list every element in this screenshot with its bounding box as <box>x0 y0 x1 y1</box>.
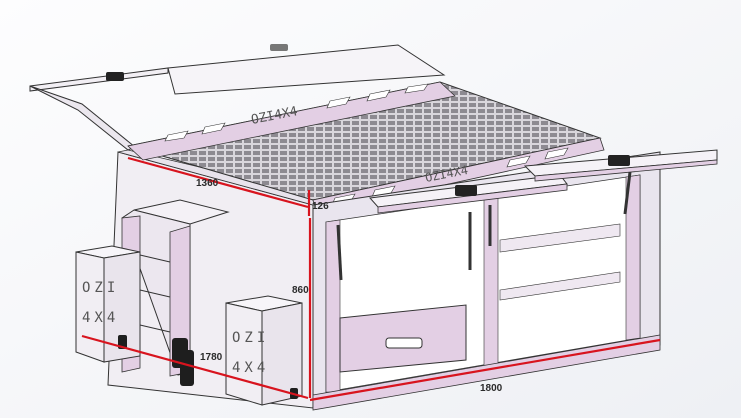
strap-icon <box>180 350 194 386</box>
dimension-line-depth-top <box>127 156 309 209</box>
right-toolbox: OZI 4X4 <box>225 295 303 406</box>
left-box-brand-line1: OZI <box>82 280 119 296</box>
latch-icon <box>106 72 124 81</box>
latch-icon <box>270 44 288 51</box>
drawer <box>339 304 467 373</box>
dimension-line-width <box>309 338 661 402</box>
dimension-label-body-height: 860 <box>292 285 309 296</box>
dimension-label-width: 1800 <box>480 383 503 394</box>
right-box-brand-line1: OZI <box>232 330 269 346</box>
dimension-label-depth-bottom: 1780 <box>200 352 223 363</box>
dimension-label-depth-top: 1360 <box>196 178 219 189</box>
left-lid <box>29 44 446 151</box>
dimension-line-depth-bottom <box>81 334 309 400</box>
dimension-label-rail-height: 126 <box>312 201 329 212</box>
right-box-brand-line2: 4X4 <box>232 360 269 376</box>
latch-icon <box>455 185 477 196</box>
latch-icon <box>608 155 630 166</box>
left-toolbox: OZI 4X4 <box>75 245 141 363</box>
dimension-lines <box>81 156 661 402</box>
gas-struts <box>336 171 632 281</box>
left-box-brand-line2: 4X4 <box>82 310 119 326</box>
rear-lids <box>368 149 718 214</box>
drawer-handle-icon <box>385 337 423 349</box>
